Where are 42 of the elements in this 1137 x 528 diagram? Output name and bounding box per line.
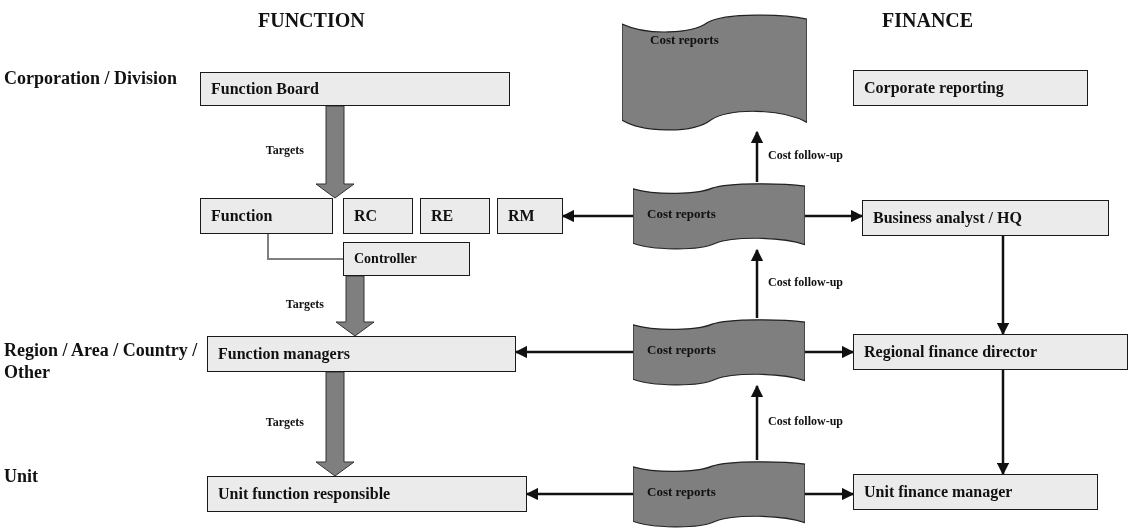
process-box: RM <box>497 198 563 234</box>
level-label: Region / Area / Country / Other <box>4 340 199 384</box>
arrow <box>750 248 764 318</box>
process-box: Unit function responsible <box>207 476 527 512</box>
edge-label: Cost follow-up <box>767 414 844 429</box>
document-label: Cost reports <box>650 32 719 48</box>
arrow <box>750 384 764 460</box>
column-heading: FINANCE <box>882 8 974 32</box>
arrow <box>561 209 633 223</box>
arrow <box>996 370 1010 476</box>
process-box: Unit finance manager <box>853 474 1098 510</box>
level-label: Unit <box>4 466 39 488</box>
edge-label: Cost follow-up <box>767 148 844 163</box>
process-box: Business analyst / HQ <box>862 200 1109 236</box>
arrow <box>805 487 855 501</box>
block-arrow <box>315 105 355 199</box>
process-box: RC <box>343 198 413 234</box>
process-box: Function <box>200 198 333 234</box>
arrow <box>514 345 633 359</box>
arrow <box>525 487 633 501</box>
arrow <box>996 236 1010 336</box>
process-box: Function managers <box>207 336 516 372</box>
process-box: Regional finance director <box>853 334 1128 370</box>
block-arrow <box>315 371 355 477</box>
edge-label: Targets <box>284 297 325 312</box>
arrow <box>805 345 855 359</box>
document-label: Cost reports <box>647 206 716 222</box>
process-box: Controller <box>343 242 470 276</box>
block-arrow <box>335 275 375 337</box>
process-box: Corporate reporting <box>853 70 1088 106</box>
process-box: Function Board <box>200 72 510 106</box>
arrow <box>805 209 864 223</box>
edge-label: Targets <box>264 415 305 430</box>
connector-line <box>267 233 344 260</box>
level-label: Corporation / Division <box>4 68 178 90</box>
edge-label: Targets <box>264 143 305 158</box>
column-heading: FUNCTION <box>258 8 365 32</box>
arrow <box>750 130 764 182</box>
document-label: Cost reports <box>647 484 716 500</box>
process-box: RE <box>420 198 490 234</box>
document-label: Cost reports <box>647 342 716 358</box>
edge-label: Cost follow-up <box>767 275 844 290</box>
